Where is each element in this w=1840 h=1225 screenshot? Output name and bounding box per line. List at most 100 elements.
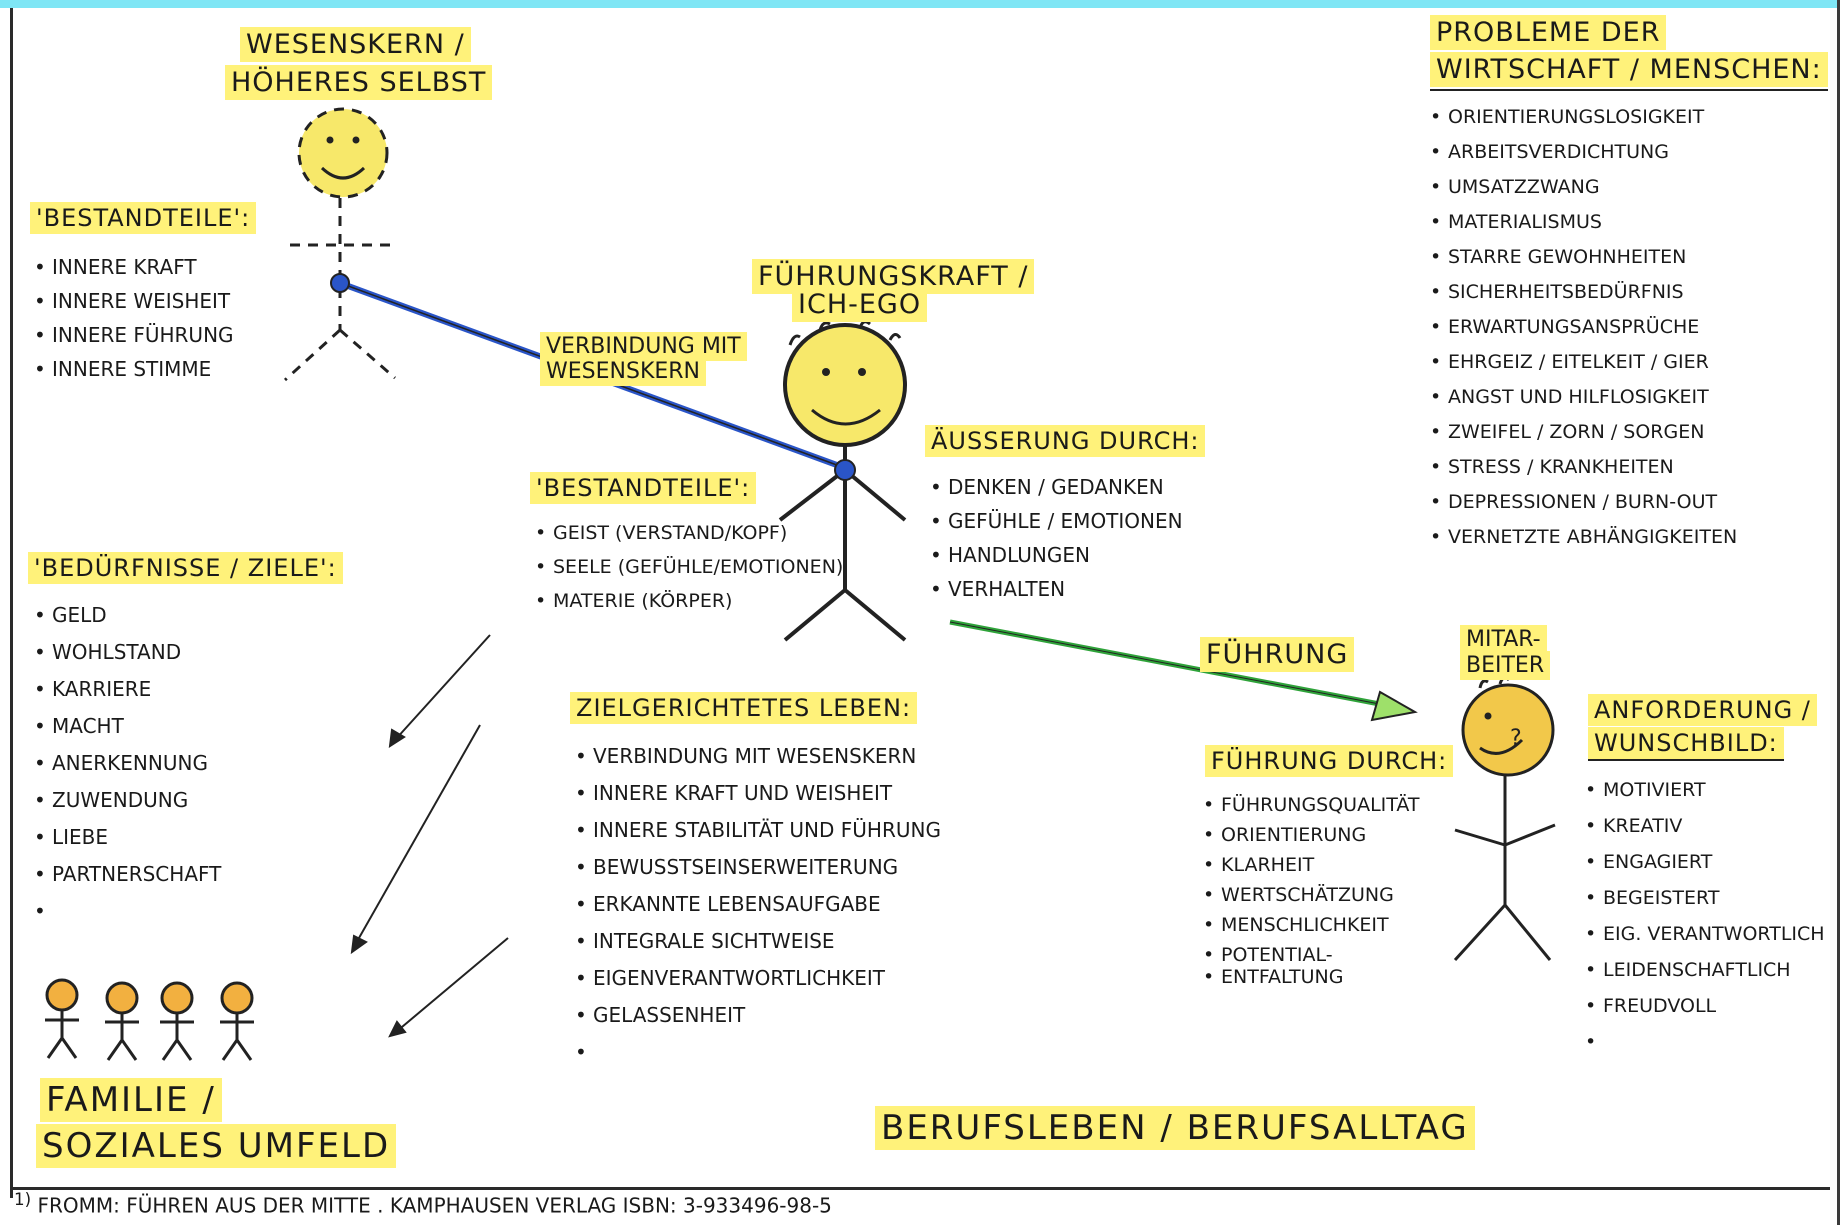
list-item: MACHT: [34, 708, 221, 745]
verbindung-label-2: WESENSKERN: [540, 357, 707, 386]
verbindung-label-line2: WESENSKERN: [540, 357, 707, 386]
probleme-list: ORIENTIERUNGSLOSIGKEIT ARBEITSVERDICHTUN…: [1430, 100, 1737, 555]
list-item: FREUDVOLL: [1585, 988, 1825, 1024]
wesenskern-title-line2: HÖHERES SELBST: [225, 65, 493, 100]
verbindung-label-line1: VERBINDUNG MIT: [540, 332, 747, 361]
list-item: ENGAGIERT: [1585, 844, 1825, 880]
wesenskern-subtitle: HÖHERES SELBST: [225, 65, 493, 100]
list-item: MATERIALISMUS: [1430, 205, 1737, 240]
family-member-3: [160, 981, 194, 1061]
footer-divider: [10, 1187, 1830, 1190]
probleme-title-line2: WIRTSCHAFT / MENSCHEN:: [1430, 52, 1828, 87]
list-item: ARBEITSVERDICHTUNG: [1430, 135, 1737, 170]
list-item: ZWEIFEL / ZORN / SORGEN: [1430, 415, 1737, 450]
berufsleben-label-text: BERUFSLEBEN / BERUFSALLTAG: [875, 1106, 1475, 1150]
list-item: INNERE STIMME: [34, 352, 234, 386]
probleme-title-line1: PROBLEME DER: [1430, 15, 1667, 50]
list-item: SEELE (GEFÜHLE/EMOTIONEN): [535, 550, 843, 584]
fuehrung-durch-title: FÜHRUNG DURCH:: [1205, 745, 1454, 777]
bestandteile-left-list: INNERE KRAFT INNERE WEISHEIT INNERE FÜHR…: [34, 250, 234, 386]
zielgerichtet-list: VERBINDUNG MIT WESENSKERN INNERE KRAFT U…: [575, 738, 941, 1071]
fuehrung-durch-list: FÜHRUNGSQUALITÄT ORIENTIERUNG KLARHEIT W…: [1203, 790, 1420, 992]
familie-label-2: SOZIALES UMFELD: [36, 1124, 397, 1168]
list-item: STRESS / KRANKHEITEN: [1430, 450, 1737, 485]
list-item: ERWARTUNGSANSPRÜCHE: [1430, 310, 1737, 345]
list-item: GELASSENHEIT: [575, 997, 941, 1034]
mitarbeiter-figure: [1453, 676, 1556, 962]
list-item: INTEGRALE SICHTWEISE: [575, 923, 941, 960]
list-item: INNERE KRAFT: [34, 250, 234, 284]
fuehrung-arrow-label: FÜHRUNG: [1200, 637, 1355, 672]
beduerfnisse-list: GELD WOHLSTAND KARRIERE MACHT ANERKENNUN…: [34, 597, 221, 930]
aeusserung-title: ÄUSSERUNG DURCH:: [925, 425, 1206, 457]
fuehrung-arrow-label-text: FÜHRUNG: [1200, 637, 1355, 672]
family-figures: [45, 978, 254, 1061]
footer-citation-text: FROMM: FÜHREN AUS DER MITTE . KAMPHAUSEN…: [37, 1193, 832, 1218]
mitarbeiter-label-line1: MITAR-: [1460, 625, 1547, 654]
list-item: GELD: [34, 597, 221, 634]
list-item: BEGEISTERT: [1585, 880, 1825, 916]
ego-connection-node: [834, 459, 856, 481]
top-accent-bar: [0, 0, 1840, 8]
mitarbeiter-label: MITAR-: [1460, 625, 1547, 654]
list-item: LEIDENSCHAFTLICH: [1585, 952, 1825, 988]
anforderung-list: MOTIVIERT KREATIV ENGAGIERT BEGEISTERT E…: [1585, 772, 1825, 1060]
list-item: INNERE WEISHEIT: [34, 284, 234, 318]
mitarbeiter-label-2: BEITER: [1460, 651, 1551, 680]
probleme-title: PROBLEME DER: [1430, 15, 1667, 50]
probleme-subtitle: WIRTSCHAFT / MENSCHEN:: [1430, 52, 1828, 91]
bestandteile-left-title: 'BESTANDTEILE':: [30, 202, 257, 234]
zielgerichtet-title-text: ZIELGERICHTETES LEBEN:: [570, 692, 918, 724]
list-item: INNERE FÜHRUNG: [34, 318, 234, 352]
anforderung-title: ANFORDERUNG /: [1588, 694, 1817, 726]
list-item: KARRIERE: [34, 671, 221, 708]
aeusserung-list: DENKEN / GEDANKEN GEFÜHLE / EMOTIONEN HA…: [930, 470, 1183, 606]
anforderung-subtitle: WUNSCHBILD:: [1588, 727, 1784, 762]
footer-citation: 1) FROMM: FÜHREN AUS DER MITTE . KAMPHAU…: [14, 1190, 832, 1218]
list-item: GEIST (VERSTAND/KOPF): [535, 516, 843, 550]
list-item: KLARHEIT: [1203, 850, 1420, 880]
list-item: VERNETZTE ABHÄNGIGKEITEN: [1430, 520, 1737, 555]
left-border: [10, 8, 13, 1198]
thin-arrows: [350, 634, 509, 1038]
family-member-4: [220, 981, 254, 1061]
list-item: ERKANNTE LEBENSAUFGABE: [575, 886, 941, 923]
anforderung-title-line1: ANFORDERUNG /: [1588, 694, 1817, 726]
wesenskern-title: WESENSKERN /: [240, 27, 471, 62]
right-border: [1837, 0, 1840, 1225]
bestandteile-center-title: 'BESTANDTEILE':: [530, 472, 757, 504]
fuehrungskraft-head: [783, 323, 907, 447]
list-item: ORIENTIERUNGSLOSIGKEIT: [1430, 100, 1737, 135]
beduerfnisse-title: 'BEDÜRFNISSE / ZIELE':: [28, 552, 343, 584]
list-item: MOTIVIERT: [1585, 772, 1825, 808]
list-item: VERHALTEN: [930, 572, 1183, 606]
familie-label: FAMILIE /: [40, 1078, 222, 1122]
list-item: LIEBE: [34, 819, 221, 856]
aeusserung-title-text: ÄUSSERUNG DURCH:: [925, 425, 1206, 457]
list-item: HANDLUNGEN: [930, 538, 1183, 572]
list-item: WOHLSTAND: [34, 634, 221, 671]
list-item: MENSCHLICHKEIT: [1203, 910, 1420, 940]
list-item: INNERE KRAFT UND WEISHEIT: [575, 775, 941, 812]
berufsleben-label: BERUFSLEBEN / BERUFSALLTAG: [875, 1106, 1475, 1150]
zielgerichtet-title: ZIELGERICHTETES LEBEN:: [570, 692, 918, 724]
list-item: INNERE STABILITÄT UND FÜHRUNG: [575, 812, 941, 849]
list-item: MATERIE (KÖRPER): [535, 584, 843, 618]
list-item: WERTSCHÄTZUNG: [1203, 880, 1420, 910]
familie-label-line1: FAMILIE /: [40, 1078, 222, 1122]
wesenskern-title-line1: WESENSKERN /: [240, 27, 471, 62]
fuehrung-durch-title-text: FÜHRUNG DURCH:: [1205, 745, 1454, 777]
wesenskern-head: [297, 107, 389, 199]
list-item: UMSATZZWANG: [1430, 170, 1737, 205]
list-item: VERBINDUNG MIT WESENSKERN: [575, 738, 941, 775]
fuehrungskraft-title-line2: ICH-EGO: [792, 287, 928, 322]
wesenskern-connection-node: [330, 273, 350, 293]
list-item: BEWUSSTSEINSERWEITERUNG: [575, 849, 941, 886]
family-member-2: [105, 981, 139, 1061]
list-item: STARRE GEWOHNHEITEN: [1430, 240, 1737, 275]
list-item: ENTFALTUNG: [1203, 962, 1420, 992]
list-item: POTENTIAL-: [1203, 940, 1420, 970]
verbindung-label: VERBINDUNG MIT: [540, 332, 747, 361]
bestandteile-left-title-text: 'BESTANDTEILE':: [30, 202, 257, 234]
list-item: KREATIV: [1585, 808, 1825, 844]
